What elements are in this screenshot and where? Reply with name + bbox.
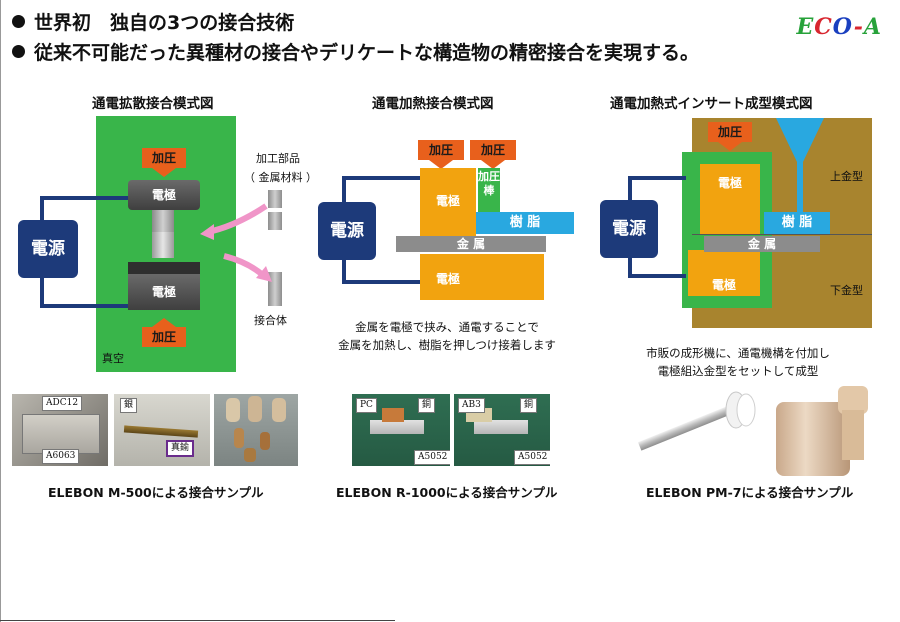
diagram3-description: 市販の成形機に、通電機構を付加し電極組込金型をセットして成型 — [646, 346, 830, 378]
diagram1-title: 通電拡散接合模式図 — [92, 96, 214, 112]
workpiece-lower — [152, 232, 174, 258]
wire — [628, 176, 686, 180]
press-rod — [478, 168, 500, 212]
caption-m500: ELEBON M-500による接合サンプル — [48, 485, 264, 500]
tag-pc: PC — [356, 398, 377, 413]
tag-adc12: ADC12 — [42, 396, 83, 411]
metal-plate: 金 属 — [396, 236, 546, 252]
sample-photo-adc12: ADC12 A6063 — [12, 394, 108, 466]
sprue-funnel — [776, 118, 824, 214]
electrode-bottom — [688, 250, 760, 296]
metal-block-photo — [22, 414, 100, 454]
electrode-bottom-label: 電極 — [435, 272, 460, 286]
part-photo — [260, 432, 270, 450]
tag-ab3: AB3 — [458, 398, 485, 413]
part-piece-1 — [268, 190, 282, 208]
resin-block: 樹 脂 — [476, 212, 574, 234]
tag-a5052: A5052 — [514, 450, 550, 465]
copper-photo — [382, 408, 404, 422]
plate-photo — [370, 420, 424, 434]
tag-a6063: A6063 — [42, 449, 80, 464]
power-source: 電源 — [18, 220, 78, 278]
left-border — [0, 0, 1, 622]
diagram2-description: 金属を電極で挟み、通電することで金属を加熱し、樹脂を押しつけ接着します — [338, 320, 556, 352]
part-photo — [248, 396, 262, 422]
sample-photo-pc: PC 銅 A5052 — [352, 394, 450, 466]
part-photo — [244, 448, 256, 462]
process-arrows — [200, 203, 272, 282]
electrode-bottom: 電極 — [128, 274, 200, 310]
parting-line — [692, 234, 872, 235]
upper-mold-label: 上金型 — [830, 170, 863, 183]
part-photo — [234, 428, 244, 448]
parts-label-line1: 加工部品 — [256, 152, 300, 165]
tag-copper: 銅 — [520, 398, 538, 413]
diagram2-title: 通電加熱接合模式図 — [372, 96, 494, 112]
diagram3-title: 通電加熱式インサート成型模式図 — [610, 96, 813, 112]
part-piece-2 — [268, 212, 282, 230]
electrode-top: 電極 — [128, 180, 200, 210]
electrode-bottom — [420, 254, 544, 300]
wire — [342, 280, 424, 284]
electrode-top — [700, 164, 760, 234]
headline-text-2: 従来不可能だった異種材の接合やデリケートな構造物の精密接合を実現する。 — [34, 42, 700, 64]
resin-cavity: 樹 脂 — [764, 212, 830, 234]
joined-label: 接合体 — [254, 314, 287, 327]
electrode-top — [420, 168, 476, 236]
power-source: 電源 — [318, 202, 376, 260]
electrode-bottom-label: 電極 — [711, 278, 736, 292]
sample-photo-ab3: AB3 銅 A5052 — [454, 394, 550, 466]
press-arrow-bottom: 加圧 — [142, 318, 186, 347]
part-photo — [272, 398, 286, 422]
sample-photo-silver-brass: 銀 真鍮 — [114, 394, 210, 466]
electrode-top-label: 電極 — [435, 194, 460, 208]
wire — [342, 176, 424, 180]
wire — [40, 304, 136, 308]
press-arrow-right: 加圧 — [470, 140, 516, 169]
workpiece-upper — [152, 210, 174, 232]
headline-bullet-2: 従来不可能だった異種材の接合やデリケートな構造物の精密接合を実現する。 — [12, 42, 699, 64]
sample-photo-parts — [214, 394, 298, 466]
power-source: 電源 — [600, 200, 658, 258]
caption-pm7: ELEBON PM-7による接合サンプル — [646, 485, 854, 500]
part-photo — [226, 398, 240, 422]
metal-insert: 金 属 — [704, 236, 820, 252]
bullet-dot — [12, 15, 25, 28]
headline-bullet-1: 世界初 独自の3つの接合技術 — [12, 12, 294, 34]
brass-rod-photo — [123, 425, 199, 438]
electrode-bottom-cap — [128, 262, 200, 274]
electrode-top-label: 電極 — [717, 176, 742, 190]
bottom-border — [0, 620, 395, 621]
headline-text-1: 世界初 独自の3つの接合技術 — [34, 12, 295, 34]
press-arrow-left: 加圧 — [418, 140, 464, 169]
caption-r1000: ELEBON R-1000による接合サンプル — [336, 485, 558, 500]
tag-a5052: A5052 — [414, 450, 450, 465]
tag-brass: 真鍮 — [166, 440, 195, 457]
wire — [628, 274, 686, 278]
plate-photo — [474, 420, 528, 434]
bullet-dot — [12, 45, 25, 58]
wire — [40, 196, 136, 200]
vacuum-label: 真空 — [102, 352, 124, 365]
press-rod-label: 加圧棒 — [478, 170, 500, 197]
eco-a-logo: ECO-A — [796, 14, 882, 40]
press-arrow-top: 加圧 — [142, 148, 186, 177]
parts-label-line2: （ 金属材料 ） — [244, 171, 317, 184]
tag-silver: 銀 — [120, 398, 138, 413]
press-arrow: 加圧 — [708, 122, 752, 151]
sample-photo-pm7 — [637, 386, 868, 476]
joined-piece — [268, 272, 282, 306]
lower-mold-label: 下金型 — [830, 284, 863, 297]
tag-copper: 銅 — [418, 398, 436, 413]
